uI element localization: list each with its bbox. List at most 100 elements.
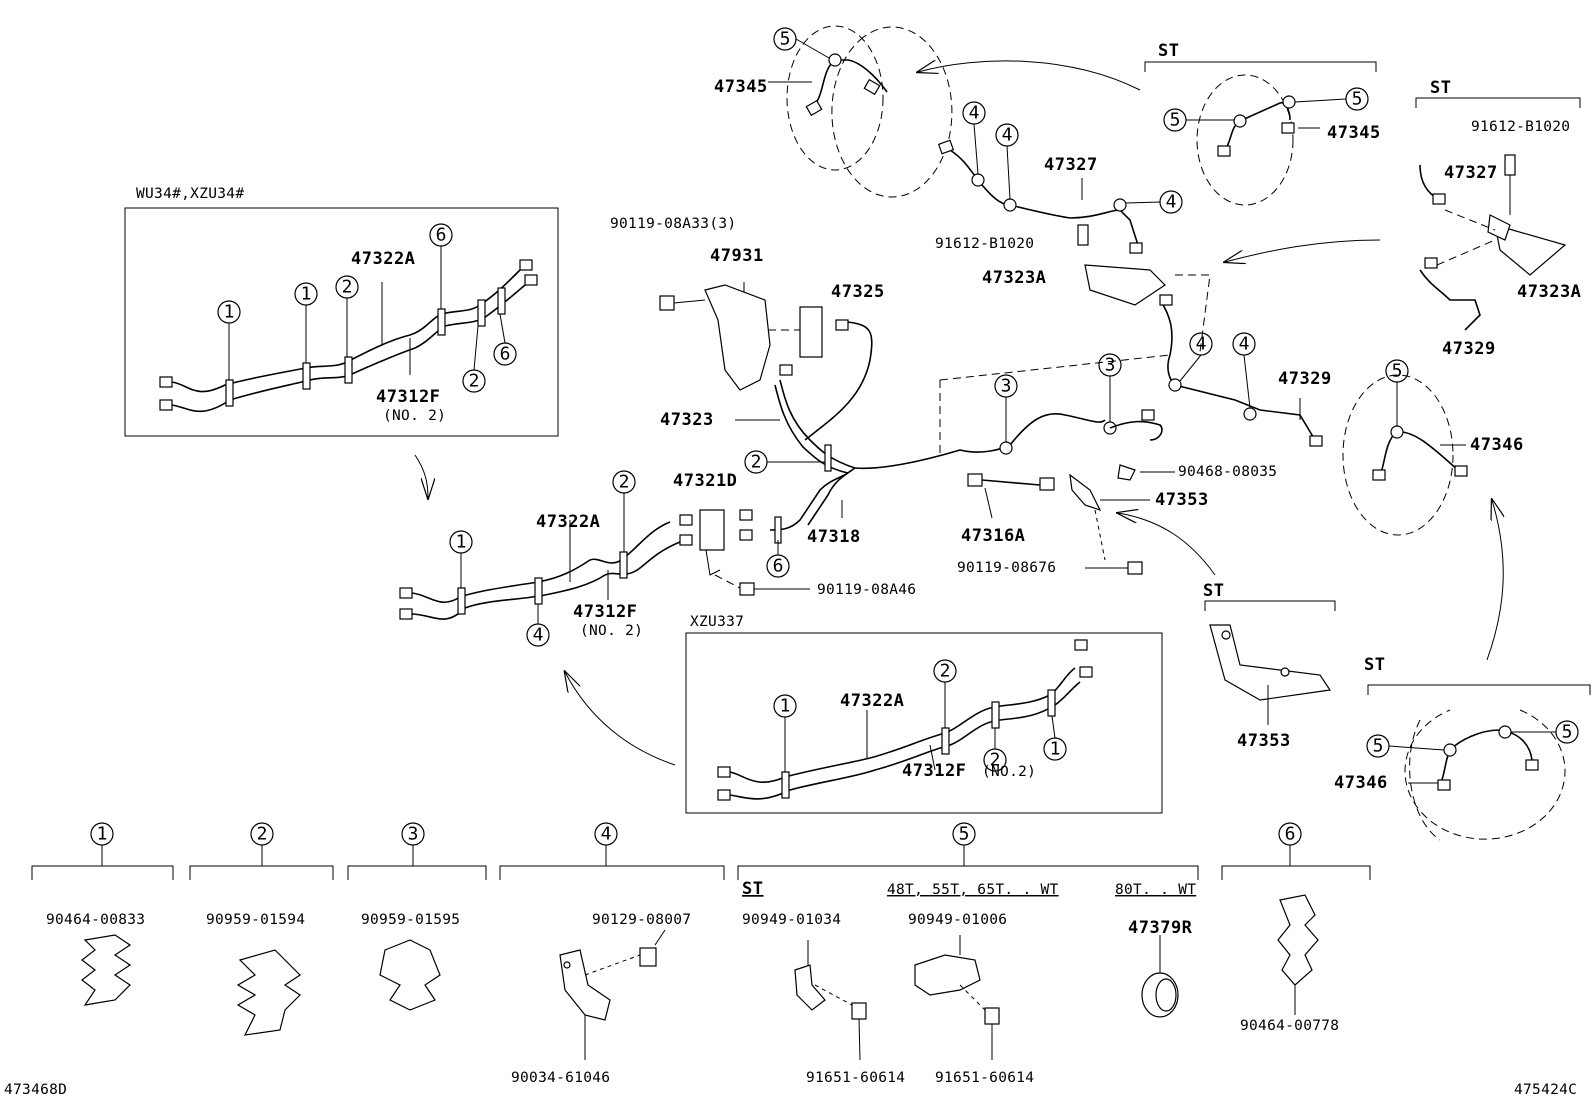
svg-text:5: 5: [1392, 361, 1403, 382]
label-47345: 47345: [1327, 123, 1381, 143]
label-st: ST: [1364, 655, 1385, 675]
label-no2: (NO.2): [982, 764, 1036, 780]
callout-1: 1: [1043, 737, 1067, 761]
svg-text:6: 6: [436, 225, 447, 246]
svg-text:2: 2: [257, 824, 268, 845]
diagram-code-left: 473468D: [4, 1082, 67, 1098]
label-90119-08676: 90119-08676: [957, 560, 1056, 576]
st-47353-bracket: [1204, 600, 1336, 725]
svg-text:4: 4: [1239, 334, 1250, 355]
callout-1: 1: [449, 530, 473, 554]
arrow: [1118, 513, 1216, 576]
arrow: [414, 454, 428, 498]
callout-1: 1: [294, 282, 318, 306]
svg-text:5: 5: [780, 29, 791, 50]
callout-1: 1: [217, 300, 241, 324]
svg-text:2: 2: [940, 661, 951, 682]
callout-2: 2: [933, 659, 957, 683]
svg-text:3: 3: [408, 824, 419, 845]
st-top-group: [1144, 61, 1377, 206]
label-st: ST: [1430, 78, 1451, 98]
svg-text:2: 2: [469, 371, 480, 392]
svg-text:1: 1: [1050, 739, 1061, 760]
svg-text:5: 5: [959, 824, 970, 845]
svg-text:1: 1: [456, 532, 467, 553]
svg-text:5: 5: [1352, 89, 1363, 110]
label-47346: 47346: [1334, 773, 1388, 793]
label-47329: 47329: [1442, 339, 1496, 359]
legend-part-90129-08007: 90129-08007: [592, 912, 691, 928]
labels: 47345 ST 47345 ST 91612-B1020 47327 4732…: [4, 41, 1581, 1098]
callout-6: 6: [493, 342, 517, 366]
front-pipe-assembly: [399, 493, 681, 624]
label-47325: 47325: [831, 282, 885, 302]
label-no2: (NO. 2): [383, 408, 446, 424]
svg-text:1: 1: [301, 284, 312, 305]
callout-2: 2: [744, 450, 768, 474]
svg-text:2: 2: [990, 750, 1001, 771]
callout-5: 5: [1345, 87, 1369, 111]
legend-part-91651-60614: 91651-60614: [935, 1070, 1034, 1086]
label-47346: 47346: [1470, 435, 1524, 455]
label-47316a: 47316A: [961, 526, 1025, 546]
label-47321d: 47321D: [673, 471, 737, 491]
legend-part-91651-60614: 91651-60614: [806, 1070, 905, 1086]
clamp-4-bracket-icon: [559, 929, 666, 1060]
callout-5: 5: [1555, 720, 1579, 744]
st-bottom-right-group: [1367, 684, 1591, 841]
centre-hardware: [659, 282, 1175, 596]
callout-1: 1: [773, 694, 797, 718]
clamp-5-48t-icon: [914, 935, 1000, 1060]
svg-text:2: 2: [342, 277, 353, 298]
svg-text:6: 6: [1285, 824, 1296, 845]
svg-text:4: 4: [1166, 192, 1177, 213]
wheel-hose-47346-detail: [1342, 374, 1468, 536]
st-bracket-detail: [1415, 97, 1581, 331]
grommet-47379r-icon: [1141, 935, 1179, 1018]
svg-text:6: 6: [773, 556, 784, 577]
legend-part-90959-01594: 90959-01594: [206, 912, 305, 928]
svg-text:2: 2: [619, 472, 630, 493]
svg-text:4: 4: [601, 824, 612, 845]
label-no2: (NO. 2): [580, 623, 643, 639]
legend-part-90949-01006: 90949-01006: [908, 912, 1007, 928]
label-47312f: 47312F: [573, 602, 637, 622]
label-47322a: 47322A: [536, 512, 600, 532]
label-47323a: 47323A: [1517, 282, 1581, 302]
clamp-legend: [31, 845, 1371, 1061]
callout-4: 4: [995, 123, 1019, 147]
label-wu34-variant: WU34#,XZU34#: [136, 186, 244, 202]
svg-text:3: 3: [1001, 376, 1012, 397]
legend-48t-wt: 48T, 55T, 65T. . WT: [887, 882, 1059, 898]
callout-5: 5: [773, 27, 797, 51]
label-st: ST: [1158, 41, 1179, 61]
label-90119-08a33: 90119-08A33(3): [610, 216, 736, 232]
clamp-3-icon: [379, 939, 441, 1011]
label-47322a: 47322A: [840, 691, 904, 711]
legend-callout-5: 5: [952, 822, 976, 846]
svg-text:6: 6: [500, 344, 511, 365]
clamp-2-icon: [236, 949, 301, 1036]
callout-2: 2: [462, 369, 486, 393]
callout-5: 5: [1366, 734, 1390, 758]
callout-3: 3: [1098, 353, 1122, 377]
label-st: ST: [1203, 581, 1224, 601]
label-47327: 47327: [1444, 163, 1498, 183]
clamp-6-icon: [1277, 894, 1319, 1015]
legend-callout-2: 2: [250, 822, 274, 846]
svg-text:4: 4: [1002, 125, 1013, 146]
label-47323: 47323: [660, 410, 714, 430]
label-47931: 47931: [710, 246, 764, 266]
label-xzu337-variant: XZU337: [690, 614, 744, 630]
label-47323a: 47323A: [982, 268, 1046, 288]
callout-2: 2: [983, 748, 1007, 772]
callout-4: 4: [962, 101, 986, 125]
legend-part-90464-00778: 90464-00778: [1240, 1018, 1339, 1034]
legend-callout-4: 4: [594, 822, 618, 846]
wheel-hose-47345-detail: [768, 25, 953, 198]
legend-st: ST: [742, 879, 763, 899]
callout-4: 4: [1159, 190, 1183, 214]
callout-2: 2: [612, 470, 636, 494]
